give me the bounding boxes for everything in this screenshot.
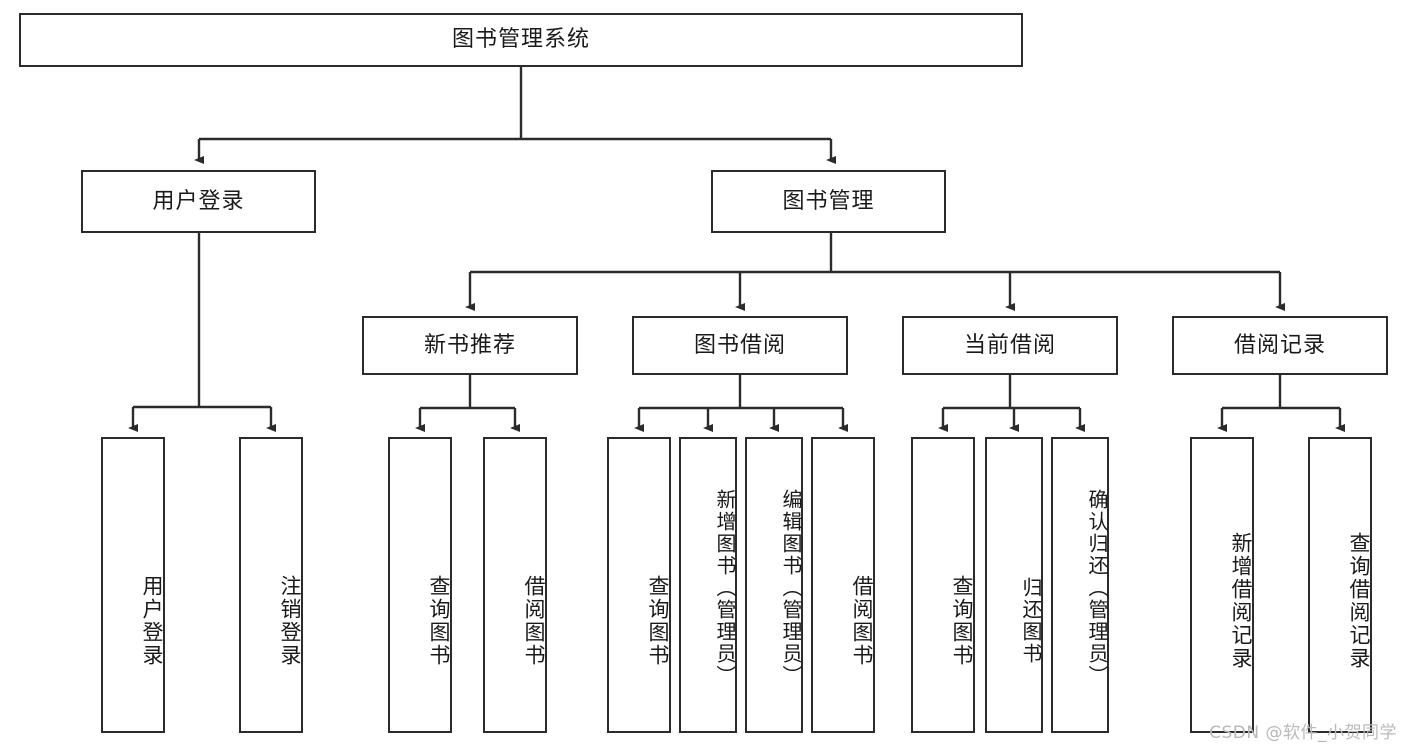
node-new-book-recommend-label: 新书推荐	[423, 332, 516, 358]
leaf-bb-query-book[interactable]: 查询图书	[607, 437, 671, 733]
node-root-label: 图书管理系统	[451, 27, 590, 53]
leaf-bb-add-book-admin[interactable]: 新增图书（管理员）	[679, 437, 737, 733]
leaf-bb-borrow-book[interactable]: 借阅图书	[811, 437, 875, 733]
leaf-logout[interactable]: 注销登录	[239, 437, 303, 733]
node-borrow-record-label: 借阅记录	[1233, 332, 1326, 358]
leaf-br-query-record-label: 查询借阅记录	[1347, 532, 1371, 670]
node-book-borrow-label: 图书借阅	[693, 332, 786, 358]
node-root[interactable]: 图书管理系统	[19, 13, 1023, 67]
leaf-cb-return-book[interactable]: 归还图书	[985, 437, 1043, 733]
node-current-borrow-label: 当前借阅	[963, 332, 1056, 358]
node-current-borrow[interactable]: 当前借阅	[902, 316, 1118, 375]
leaf-br-query-record[interactable]: 查询借阅记录	[1308, 437, 1372, 733]
leaf-cb-query-book-label: 查询图书	[950, 575, 974, 667]
leaf-nb-query-book[interactable]: 查询图书	[388, 437, 452, 733]
node-book-borrow[interactable]: 图书借阅	[632, 316, 848, 375]
leaf-cb-confirm-return-admin[interactable]: 确认归还（管理员）	[1051, 437, 1109, 733]
node-new-book-recommend[interactable]: 新书推荐	[362, 316, 578, 375]
node-user-login[interactable]: 用户登录	[81, 170, 316, 233]
leaf-cb-confirm-return-admin-label: 确认归还（管理员）	[1085, 489, 1109, 687]
node-book-management-label: 图书管理	[782, 188, 875, 214]
leaf-bb-borrow-book-label: 借阅图书	[850, 575, 874, 667]
watermark: CSDN @软件_小贺同学	[1209, 723, 1397, 743]
node-book-management[interactable]: 图书管理	[711, 170, 946, 233]
leaf-cb-return-book-label: 归还图书	[1019, 577, 1043, 665]
leaf-user-login[interactable]: 用户登录	[101, 437, 165, 733]
leaf-bb-edit-book-admin[interactable]: 编辑图书（管理员）	[745, 437, 803, 733]
node-user-login-label: 用户登录	[152, 188, 245, 214]
node-borrow-record[interactable]: 借阅记录	[1172, 316, 1388, 375]
leaf-cb-query-book[interactable]: 查询图书	[911, 437, 975, 733]
leaf-nb-borrow-book[interactable]: 借阅图书	[483, 437, 547, 733]
leaf-br-add-record-label: 新增借阅记录	[1229, 532, 1253, 670]
leaf-bb-query-book-label: 查询图书	[646, 575, 670, 667]
leaf-bb-add-book-admin-label: 新增图书（管理员）	[713, 489, 737, 687]
leaf-bb-edit-book-admin-label: 编辑图书（管理员）	[779, 489, 803, 687]
leaf-br-add-record[interactable]: 新增借阅记录	[1190, 437, 1254, 733]
leaf-logout-label: 注销登录	[278, 575, 302, 667]
leaf-user-login-label: 用户登录	[140, 575, 164, 667]
leaf-nb-query-book-label: 查询图书	[427, 575, 451, 667]
leaf-nb-borrow-book-label: 借阅图书	[522, 575, 546, 667]
